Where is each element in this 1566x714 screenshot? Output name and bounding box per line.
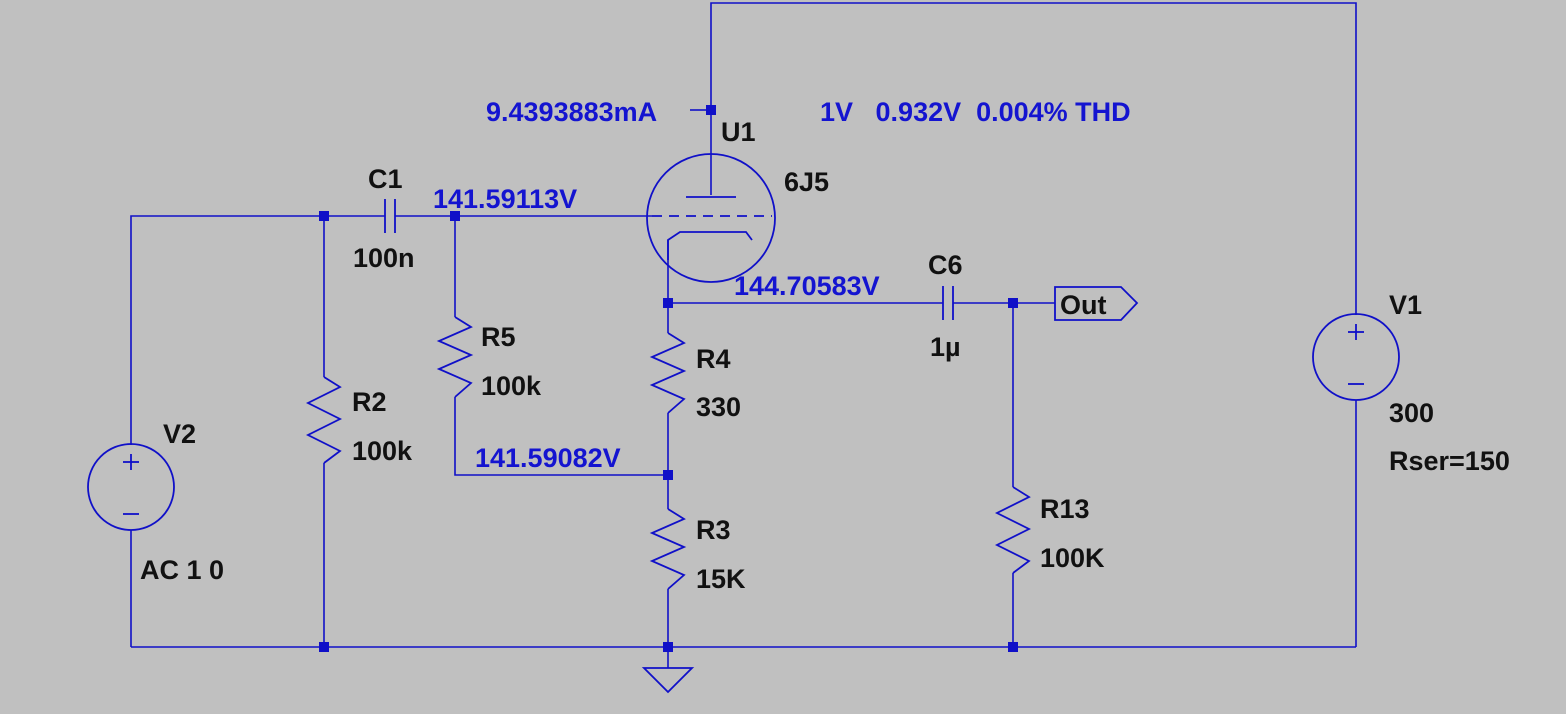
junction-dot: [450, 211, 460, 221]
u1-model-label: 6J5: [784, 167, 829, 197]
voltage-source-icon: [87, 443, 175, 531]
wire-plate-supply: [710, 2, 1357, 315]
output-port-label: Out: [1060, 290, 1107, 320]
wires: [130, 2, 1357, 668]
v1-ref-label: V1: [1389, 290, 1422, 320]
junction-dot: [706, 105, 716, 115]
r5-ref-label: R5: [481, 322, 516, 352]
v1-value-label: 300: [1389, 398, 1434, 428]
resistor-icon: [649, 332, 687, 414]
junction-dot: [1008, 642, 1018, 652]
capacitor-icon: [942, 286, 954, 320]
r2-value-label: 100k: [352, 436, 413, 466]
vacuum-triode-icon: [646, 153, 776, 283]
r4-ref-label: R4: [696, 344, 731, 374]
junction-dot: [319, 211, 329, 221]
junction-dot: [663, 642, 673, 652]
resistor-icon: [649, 508, 687, 590]
c1-value-label: 100n: [353, 243, 415, 273]
v2-ref-label: V2: [163, 419, 196, 449]
v1-param-label: Rser=150: [1389, 446, 1510, 476]
resistor-icon: [436, 316, 474, 398]
r13-value-label: 100K: [1040, 543, 1105, 573]
cathode-voltage-readout: 144.70583V: [734, 271, 880, 301]
grid-voltage-readout: 141.59113V: [433, 184, 577, 214]
output-port-icon: [1054, 286, 1139, 321]
ground-icon: [641, 667, 695, 694]
resistor-icon: [305, 376, 343, 464]
voltage-source-icon: [1312, 313, 1400, 401]
r3-ref-label: R3: [696, 515, 731, 545]
r3-value-label: 15K: [696, 564, 746, 594]
plate-current-readout: 9.4393883mA: [486, 97, 657, 127]
r13-ref-label: R13: [1040, 494, 1090, 524]
c6-ref-label: C6: [928, 250, 963, 280]
c6-value-label: 1µ: [930, 332, 961, 362]
r5-value-label: 100k: [481, 371, 542, 401]
resistor-icon: [994, 486, 1032, 574]
thd-summary-readout: 1V 0.932V 0.004% THD: [820, 97, 1131, 127]
wire-input: [130, 215, 385, 445]
junction-dot: [663, 470, 673, 480]
divider-voltage-readout: 141.59082V: [475, 443, 621, 473]
wire-r5-bottom: [454, 397, 668, 476]
c1-ref-label: C1: [368, 164, 403, 194]
junction-dot: [663, 298, 673, 308]
junction-dot: [1008, 298, 1018, 308]
capacitor-icon: [384, 199, 396, 233]
v2-value-label: AC 1 0: [140, 555, 224, 585]
junctions: [319, 105, 1018, 652]
r4-value-label: 330: [696, 392, 741, 422]
r2-ref-label: R2: [352, 387, 387, 417]
u1-ref-label: U1: [721, 117, 756, 147]
junction-dot: [319, 642, 329, 652]
